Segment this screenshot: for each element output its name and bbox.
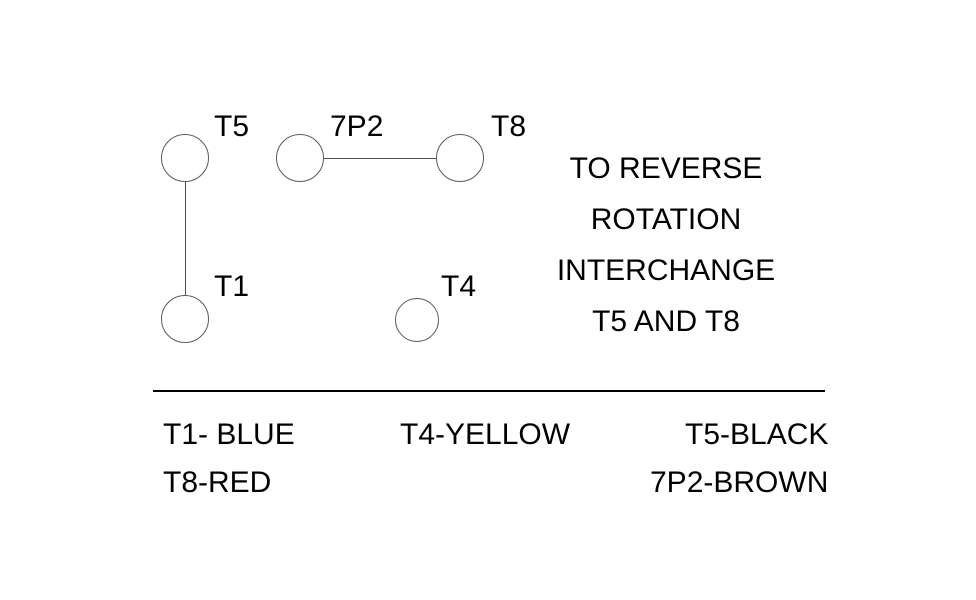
terminal-label-t4: T4 [441, 270, 477, 303]
terminal-node-t1[interactable] [161, 295, 209, 343]
terminal-label-t1: T1 [214, 270, 250, 303]
reverse-rotation-note: TO REVERSE ROTATION INTERCHANGE T5 AND T… [516, 143, 816, 347]
legend-item-t4: T4-YELLOW [400, 418, 571, 451]
wire-t5-to-t1 [185, 181, 186, 296]
terminal-node-t4[interactable] [395, 298, 439, 342]
note-line-4: T5 AND T8 [592, 305, 740, 338]
terminal-label-t8: T8 [491, 110, 527, 143]
terminal-node-t8[interactable] [436, 134, 484, 182]
note-line-3: INTERCHANGE [556, 254, 776, 287]
legend-item-t8: T8-RED [163, 466, 272, 499]
terminal-node-7p2[interactable] [276, 134, 324, 182]
note-line-1: TO REVERSE [569, 152, 763, 185]
terminal-node-t5[interactable] [161, 134, 209, 182]
legend-item-t1: T1- BLUE [163, 418, 295, 451]
legend-divider [153, 390, 825, 392]
wire-7p2-to-t8 [323, 158, 437, 159]
legend-item-7p2: 7P2-BROWN [650, 466, 829, 499]
note-line-2: ROTATION [590, 203, 742, 236]
terminal-label-t5: T5 [214, 110, 250, 143]
legend-item-t5: T5-BLACK [685, 418, 829, 451]
terminal-label-7p2: 7P2 [330, 110, 384, 143]
